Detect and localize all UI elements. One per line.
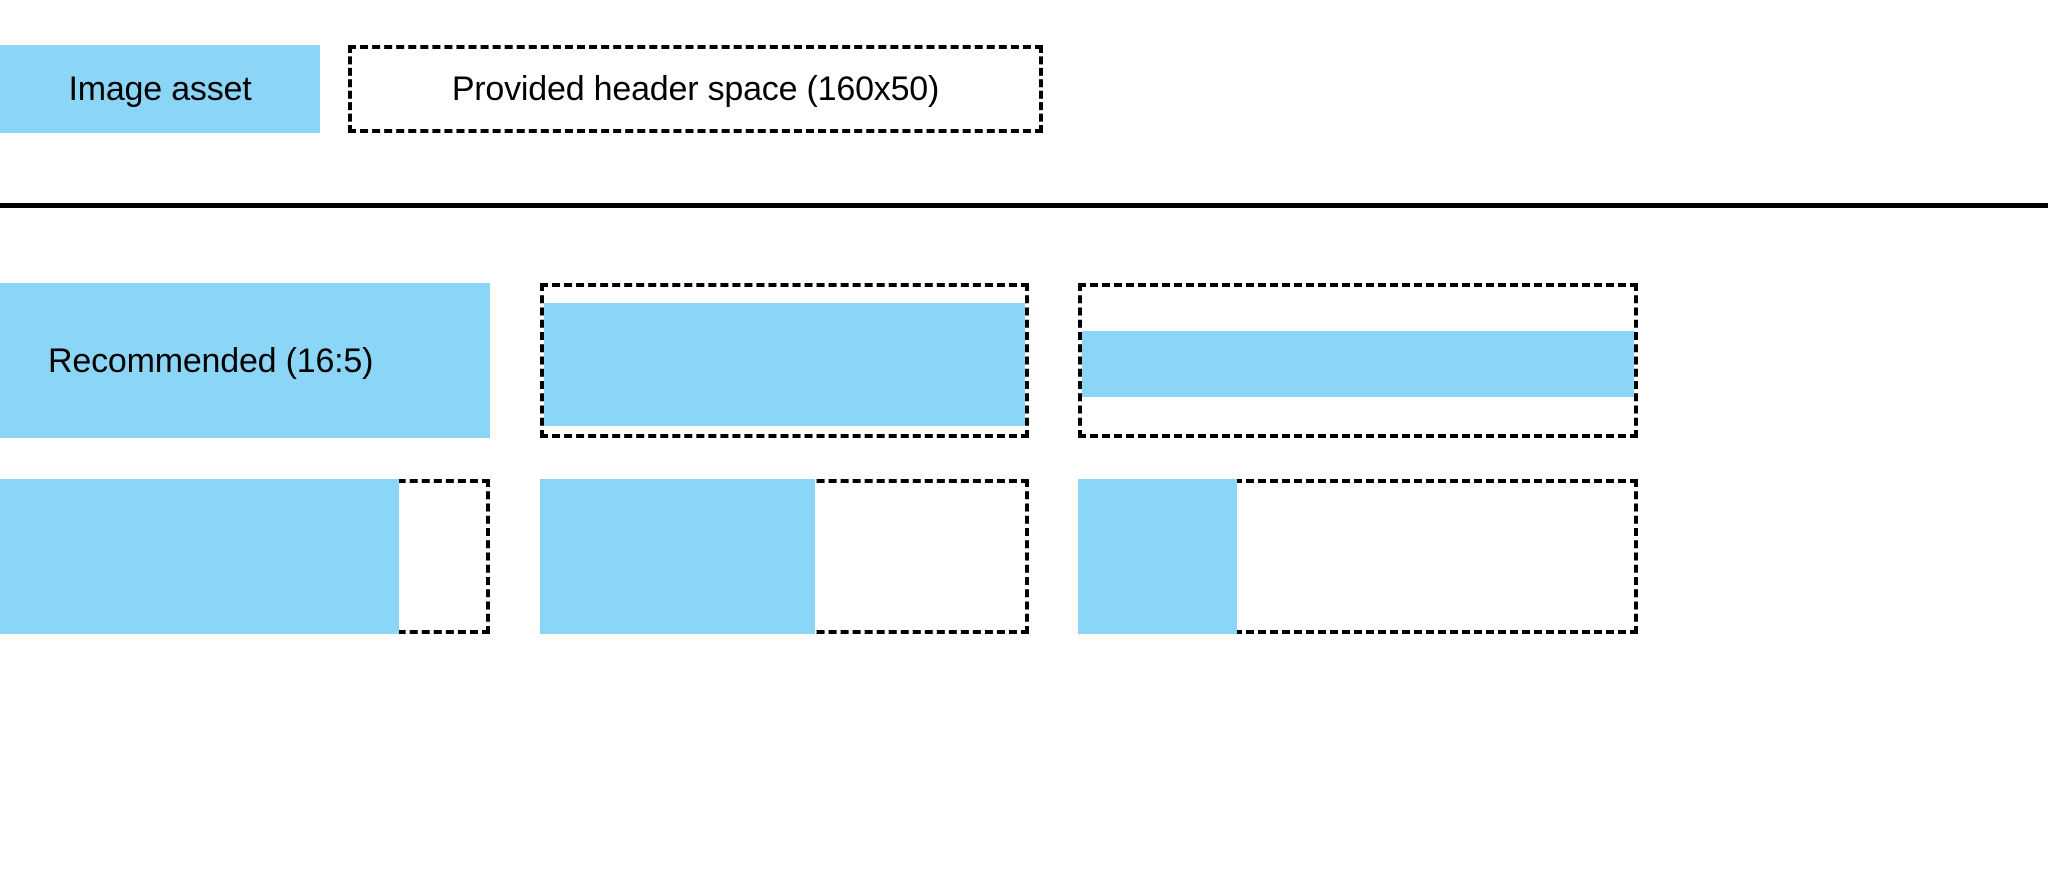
ratio-cell-inset-vertical bbox=[540, 283, 1029, 438]
asset-fill bbox=[540, 479, 815, 634]
asset-fill bbox=[1082, 331, 1634, 397]
ratio-cell-left-medium bbox=[540, 479, 1029, 634]
asset-fill bbox=[1078, 479, 1237, 634]
asset-fill bbox=[544, 303, 1025, 426]
ratio-cell-left-narrow bbox=[1078, 479, 1638, 634]
ratio-row: Recommended (16:5) bbox=[0, 283, 2048, 438]
ratio-row bbox=[0, 479, 2048, 634]
ratio-grid: Recommended (16:5) bbox=[0, 283, 2048, 634]
recommended-ratio-label: Recommended (16:5) bbox=[48, 341, 374, 380]
asset-fill bbox=[0, 479, 399, 634]
ratio-cell-left-wide bbox=[0, 479, 490, 634]
section-divider bbox=[0, 203, 2048, 208]
provided-header-space-box: Provided header space (160x50) bbox=[348, 45, 1043, 133]
image-asset-swatch: Image asset bbox=[0, 45, 320, 133]
image-asset-label: Image asset bbox=[68, 70, 252, 108]
ratio-cell-recommended: Recommended (16:5) bbox=[0, 283, 490, 438]
asset-fill bbox=[0, 283, 490, 438]
ratio-cell-band-horizontal bbox=[1078, 283, 1638, 438]
provided-header-space-label: Provided header space (160x50) bbox=[451, 70, 940, 108]
header-row: Image asset Provided header space (160x5… bbox=[0, 45, 2048, 133]
